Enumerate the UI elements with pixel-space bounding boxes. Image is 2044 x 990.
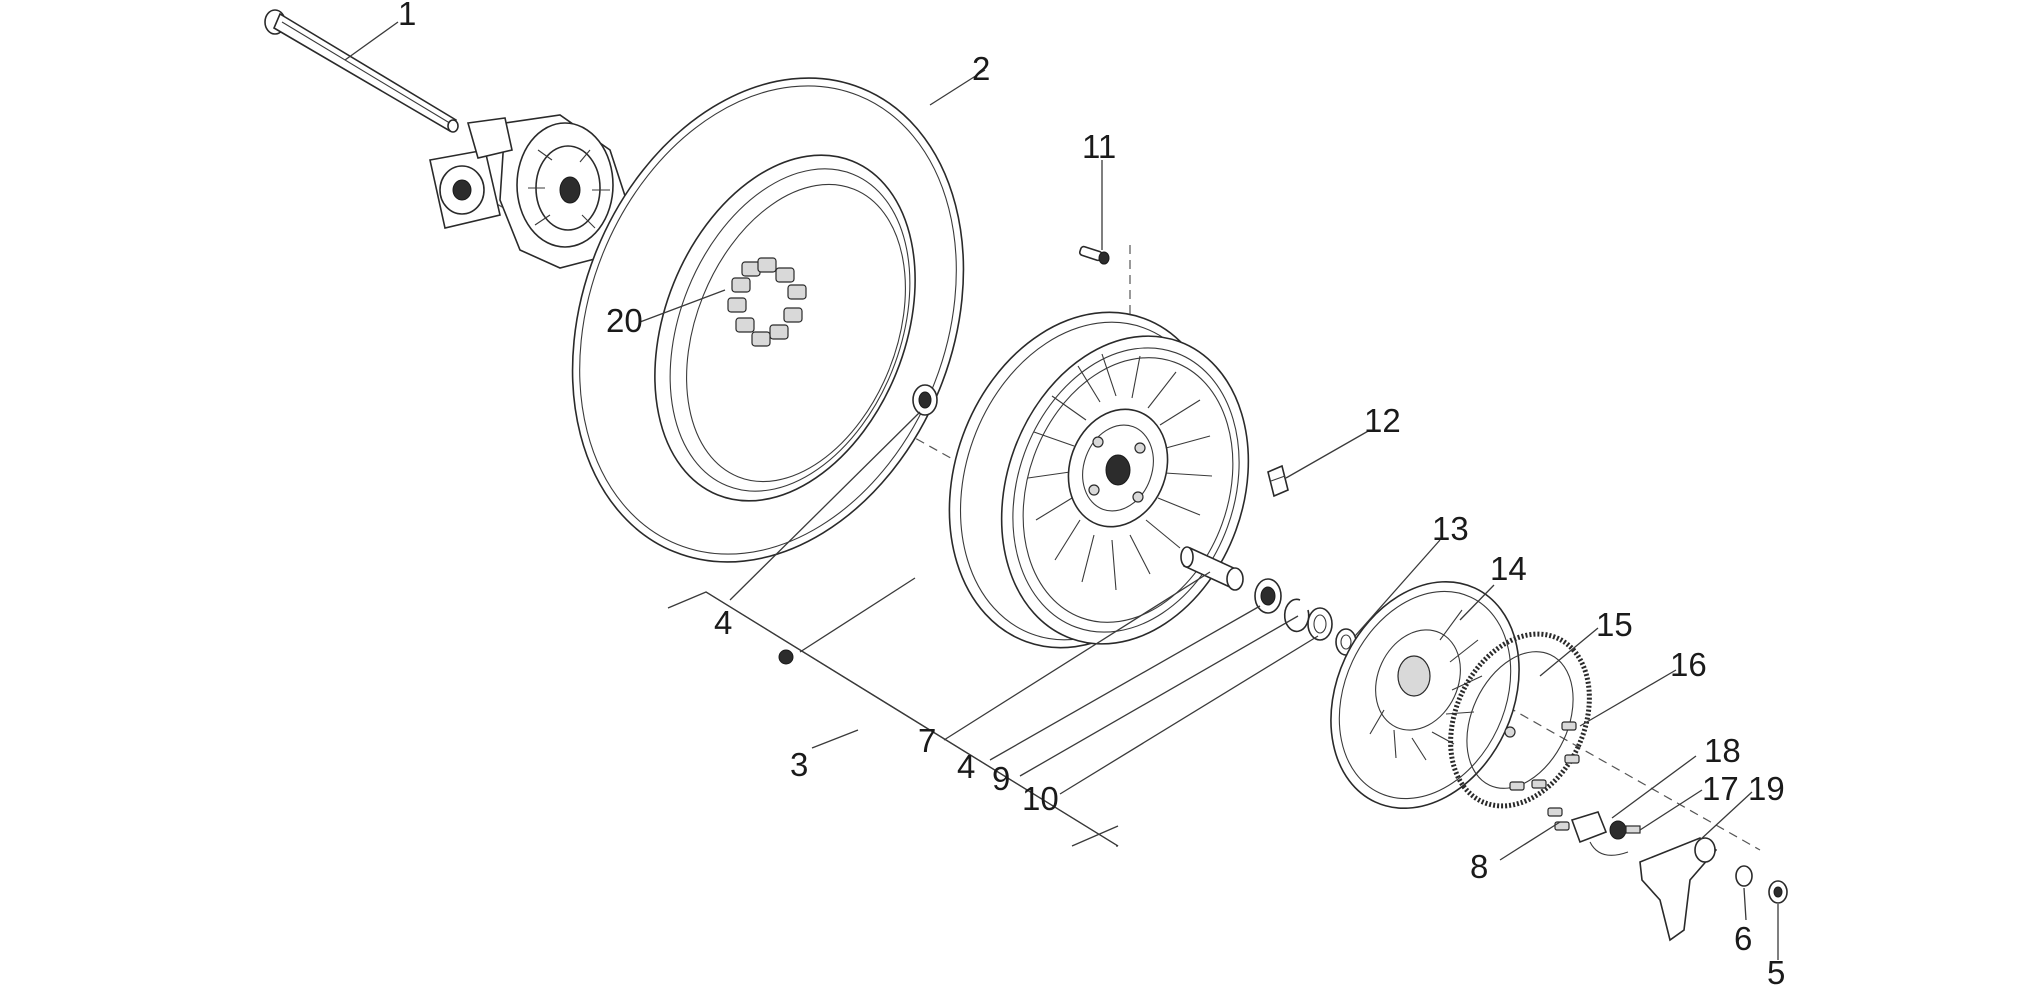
label-part-10: 10: [1022, 780, 1059, 817]
bearing-left: [912, 384, 938, 416]
disc-screws: [1509, 721, 1580, 791]
final-drive-hub: [429, 114, 629, 269]
label-part-2: 2: [972, 50, 990, 87]
sensor-screws: [1547, 807, 1570, 831]
label-part-11: 11: [1082, 128, 1116, 165]
leader-lines: [344, 21, 1779, 960]
kit-marker-dot: [778, 649, 794, 665]
balance-weight: [1267, 464, 1289, 498]
washer: [1735, 865, 1753, 887]
wheel-kit-bracket: [667, 591, 1119, 847]
label-part-5: 5: [1767, 954, 1785, 990]
label-part-15: 15: [1596, 606, 1633, 643]
abs-tone-ring: [1448, 631, 1592, 809]
axle-nut: [1768, 880, 1788, 904]
label-part-8: 8: [1470, 848, 1488, 885]
label-part-17: 17: [1702, 770, 1739, 807]
label-part-1: 1: [398, 0, 416, 32]
callout-labels: 1 2 3 4 4 5 6 7 8 9 10 11 12 13 14 15 16…: [398, 0, 1785, 990]
rim-spokes: [1027, 353, 1213, 591]
cush-drive-rubbers: [727, 257, 807, 347]
tyre-valve: [1078, 245, 1110, 265]
circlip: [1283, 598, 1310, 633]
label-part-4-lower: 4: [957, 748, 975, 785]
label-part-3: 3: [790, 746, 808, 783]
caliper-bracket: [1639, 837, 1718, 942]
label-part-14: 14: [1490, 550, 1527, 587]
label-part-19: 19: [1748, 770, 1785, 807]
brake-disc: [1330, 580, 1520, 810]
label-part-13: 13: [1432, 510, 1469, 547]
wheel-spacer: [1180, 546, 1244, 591]
label-part-4-upper: 4: [714, 604, 732, 641]
abs-sensor: [1570, 811, 1629, 856]
wheel-axle: [264, 9, 459, 133]
label-part-12: 12: [1364, 402, 1401, 439]
oil-seal: [1307, 607, 1333, 641]
label-part-9: 9: [992, 760, 1010, 797]
label-part-20: 20: [606, 302, 643, 339]
label-part-6: 6: [1734, 920, 1752, 957]
bearing-right: [1254, 578, 1282, 614]
disc-vanes: [1369, 609, 1483, 761]
label-part-7: 7: [918, 722, 936, 759]
label-part-18: 18: [1704, 732, 1741, 769]
wheel-rim: [948, 311, 1250, 649]
label-part-16: 16: [1670, 646, 1707, 683]
caliper-bolt: [1609, 820, 1641, 840]
